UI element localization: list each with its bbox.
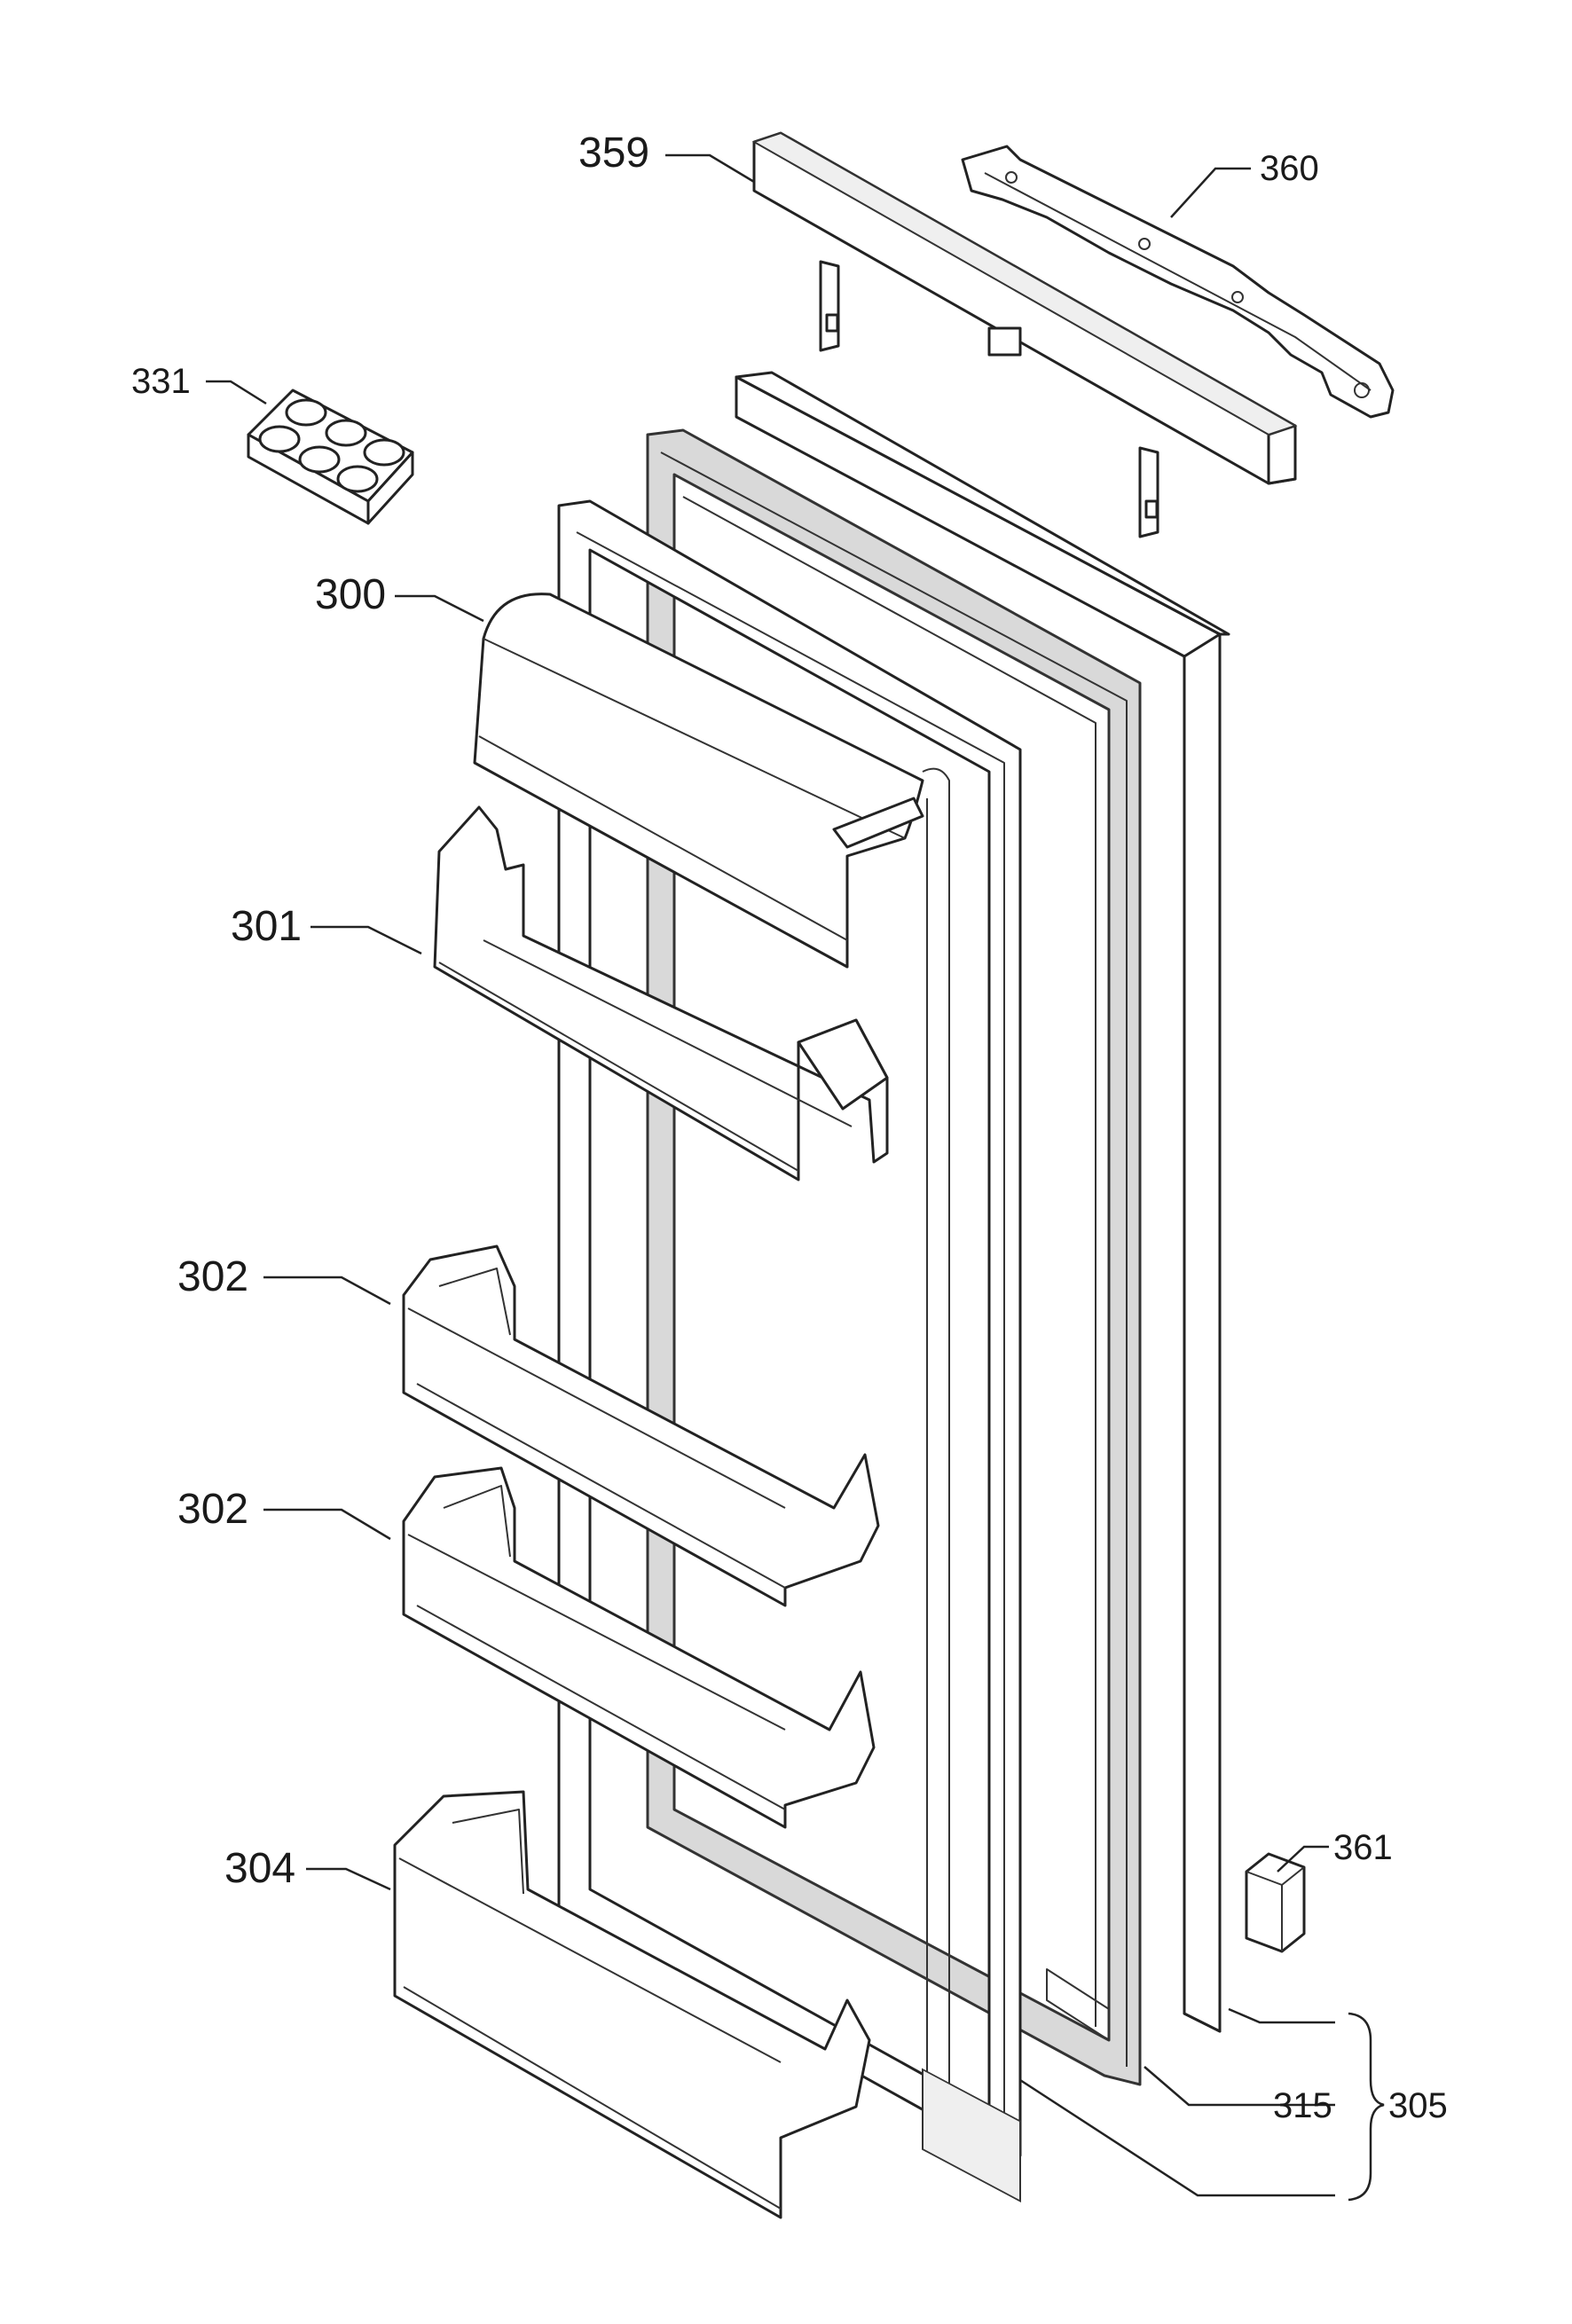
outer-door-panel	[735, 371, 1230, 2033]
egg-tray	[247, 389, 414, 525]
door-shelf-301	[433, 805, 889, 1182]
door-shelf-302-upper	[402, 1244, 880, 1607]
callout-360: 360	[1260, 149, 1319, 188]
top-cap	[751, 131, 1298, 538]
door-shelf-302-lower	[402, 1466, 876, 1829]
bottle-shelf-304	[393, 1790, 871, 2219]
callout-301: 301	[231, 903, 302, 950]
liner-bottom-detail	[1046, 1968, 1110, 2041]
hinge-bracket	[961, 145, 1395, 419]
dairy-compartment	[473, 593, 924, 969]
callout-331: 331	[131, 362, 191, 401]
callout-302-upper: 302	[177, 1253, 248, 1300]
callout-304: 304	[224, 1845, 295, 1892]
callout-305: 305	[1388, 2086, 1448, 2125]
callout-315: 315	[1273, 2086, 1332, 2125]
callout-361: 361	[1333, 1828, 1393, 1867]
door-clip	[1245, 1852, 1306, 1953]
callout-300: 300	[315, 571, 386, 618]
inner-door-liner	[557, 499, 1022, 2202]
callout-302-lower: 302	[177, 1486, 248, 1533]
leader-lines	[206, 153, 1385, 2202]
door-gasket	[646, 428, 1142, 2086]
callout-359: 359	[578, 130, 649, 177]
